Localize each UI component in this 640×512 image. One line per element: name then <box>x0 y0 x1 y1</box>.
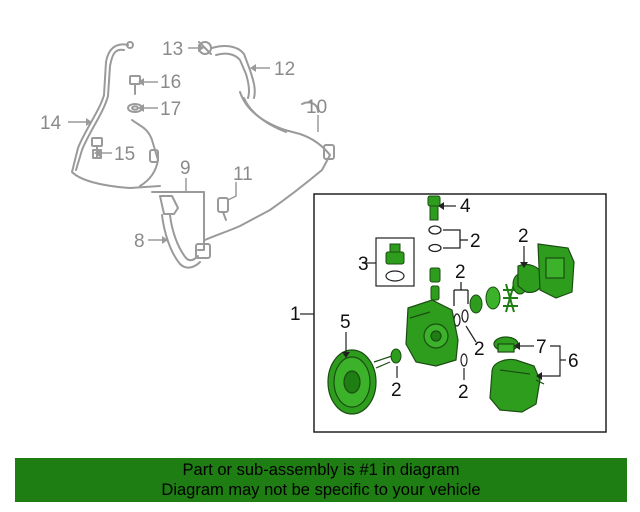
rotor-group <box>469 273 528 314</box>
banner-line-2: Diagram may not be specific to your vehi… <box>161 481 481 499</box>
return-line-14 <box>71 43 161 189</box>
bracket-9 <box>151 191 205 251</box>
banner-line-1: Part or sub-assembly is #1 in diagram <box>182 461 460 479</box>
callout-10: 10 <box>306 97 327 118</box>
pump-body <box>405 299 459 367</box>
callout-2-d: 2 <box>518 226 529 247</box>
hose-8 <box>161 214 201 269</box>
valve-box-3 <box>375 237 415 287</box>
line-upper-mid <box>131 119 159 187</box>
rear-cover <box>517 243 575 299</box>
callout-2-c: 2 <box>474 339 485 360</box>
callout-2-a: 2 <box>470 231 481 252</box>
bolt-4 <box>427 195 441 221</box>
callout-2-e: 2 <box>391 380 402 401</box>
o-rings-upper <box>428 225 468 253</box>
callout-15: 15 <box>114 144 135 165</box>
reservoir-cap-7 <box>493 336 519 353</box>
callout-2-b: 2 <box>455 262 466 283</box>
hose-12 <box>211 45 256 99</box>
hose-assembly <box>71 41 335 269</box>
reservoir-6 <box>489 358 545 413</box>
callout-14: 14 <box>40 113 62 134</box>
upper-leaders <box>68 47 319 241</box>
callout-11: 11 <box>233 164 253 185</box>
callout-13: 13 <box>162 39 183 60</box>
control-valve-3 <box>385 243 405 265</box>
callout-1: 1 <box>290 304 301 325</box>
callout-5: 5 <box>340 312 351 333</box>
callout-4: 4 <box>460 196 471 217</box>
callout-2-f: 2 <box>458 382 469 403</box>
callout-8: 8 <box>134 231 145 252</box>
fitting-stack <box>429 267 441 301</box>
o-rings-center <box>453 282 469 327</box>
callout-6: 6 <box>568 351 579 372</box>
callout-7: 7 <box>536 337 547 358</box>
bolt-16 <box>129 75 141 95</box>
callout-9: 9 <box>180 158 191 179</box>
callout-3: 3 <box>358 254 369 275</box>
info-banner: Part or sub-assembly is #1 in diagram Di… <box>15 458 627 502</box>
return-line-14-inner <box>75 48 125 171</box>
callout-16: 16 <box>160 72 181 93</box>
seal-near-pulley <box>390 348 402 364</box>
callout-12: 12 <box>274 59 295 80</box>
subassembly-box <box>313 193 607 433</box>
pulley-5 <box>327 349 393 415</box>
o-ring-bottom <box>460 353 468 367</box>
callout-17: 17 <box>160 99 181 120</box>
upper-arrowheads <box>86 44 256 244</box>
